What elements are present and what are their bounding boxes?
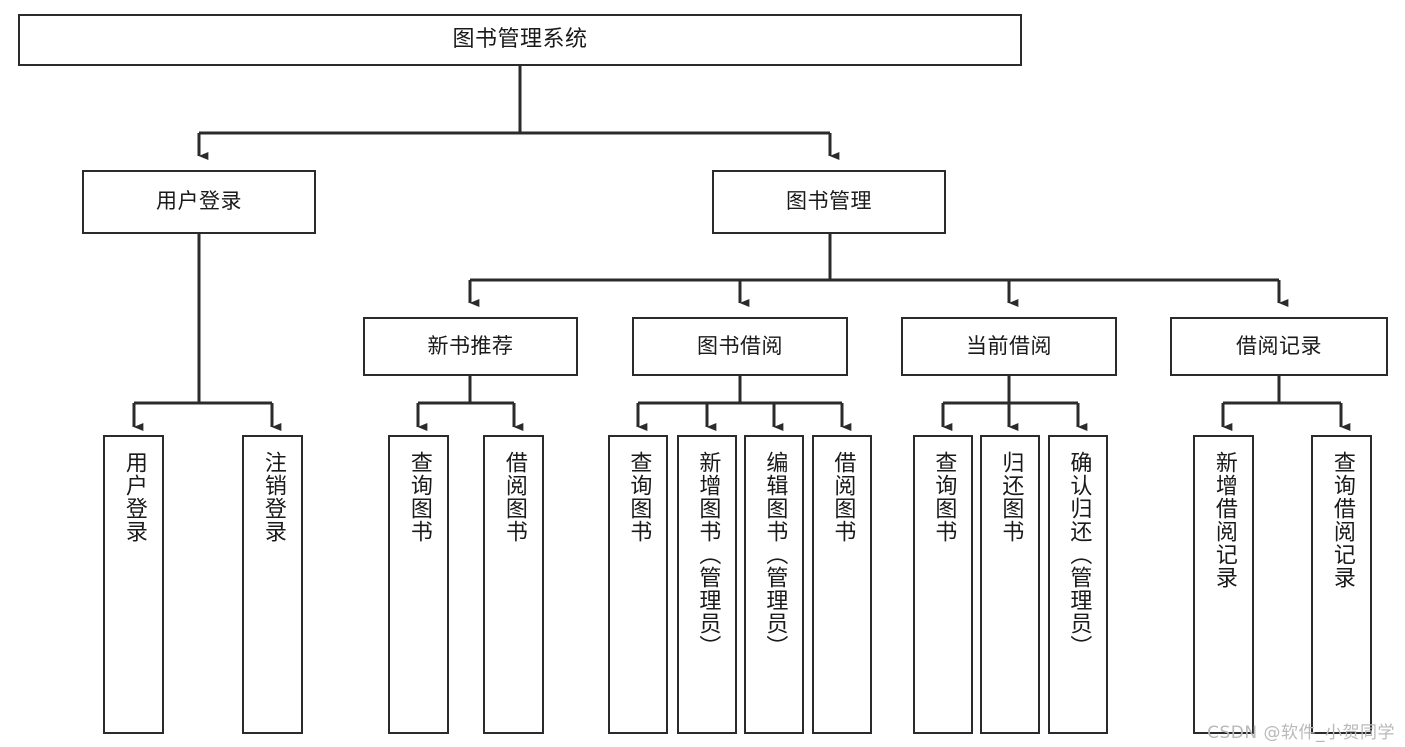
node-book-management[interactable]: 图书管理 (712, 170, 946, 234)
node-new-book-recommend[interactable]: 新书推荐 (363, 317, 578, 376)
node-borrow-record[interactable]: 借阅记录 (1170, 317, 1388, 376)
node-book-borrow[interactable]: 图书借阅 (632, 317, 848, 376)
leaf-user-logout[interactable]: 注销登录 (242, 435, 303, 734)
node-label: 借阅图书 (830, 451, 856, 543)
node-label: 查询图书 (626, 451, 652, 543)
node-label: 确认归还（管理员） (1066, 451, 1092, 658)
leaf-query-book-borrow[interactable]: 查询图书 (608, 435, 668, 734)
leaf-borrow-book-recommend[interactable]: 借阅图书 (483, 435, 544, 734)
leaf-add-book[interactable]: 新增图书（管理员） (677, 435, 737, 734)
leaf-return-book[interactable]: 归还图书 (980, 435, 1040, 734)
node-label: 用户登录 (121, 451, 147, 543)
node-label: 新增图书（管理员） (695, 451, 721, 658)
node-label: 归还图书 (998, 451, 1024, 543)
node-label: 查询图书 (931, 451, 957, 543)
node-label: 新增借阅记录 (1211, 451, 1237, 589)
node-label: 图书借阅 (697, 333, 783, 358)
leaf-query-book-recommend[interactable]: 查询图书 (388, 435, 449, 734)
leaf-confirm-return[interactable]: 确认归还（管理员） (1048, 435, 1108, 734)
leaf-edit-book[interactable]: 编辑图书（管理员） (744, 435, 804, 734)
node-label: 查询图书 (406, 451, 432, 543)
leaf-query-borrow-record[interactable]: 查询借阅记录 (1311, 435, 1372, 734)
node-label: 图书管理 (786, 189, 872, 214)
node-label: 借阅记录 (1236, 333, 1322, 358)
leaf-user-login[interactable]: 用户登录 (103, 435, 164, 734)
node-label: 注销登录 (260, 451, 286, 543)
leaf-add-borrow-record[interactable]: 新增借阅记录 (1193, 435, 1254, 734)
watermark-text: CSDN @软件_小贺同学 (1207, 723, 1395, 743)
leaf-borrow-book[interactable]: 借阅图书 (812, 435, 872, 734)
node-label: 借阅图书 (501, 451, 527, 543)
node-label: 新书推荐 (427, 333, 514, 358)
node-root-system[interactable]: 图书管理系统 (18, 14, 1022, 66)
node-label: 编辑图书（管理员） (762, 451, 788, 658)
node-label: 当前借阅 (966, 333, 1052, 358)
node-label: 查询借阅记录 (1329, 451, 1355, 589)
node-label: 用户登录 (156, 189, 242, 214)
node-current-borrow[interactable]: 当前借阅 (901, 317, 1117, 376)
node-label: 图书管理系统 (452, 26, 588, 52)
leaf-query-book-current[interactable]: 查询图书 (913, 435, 973, 734)
node-user-login[interactable]: 用户登录 (82, 170, 316, 234)
